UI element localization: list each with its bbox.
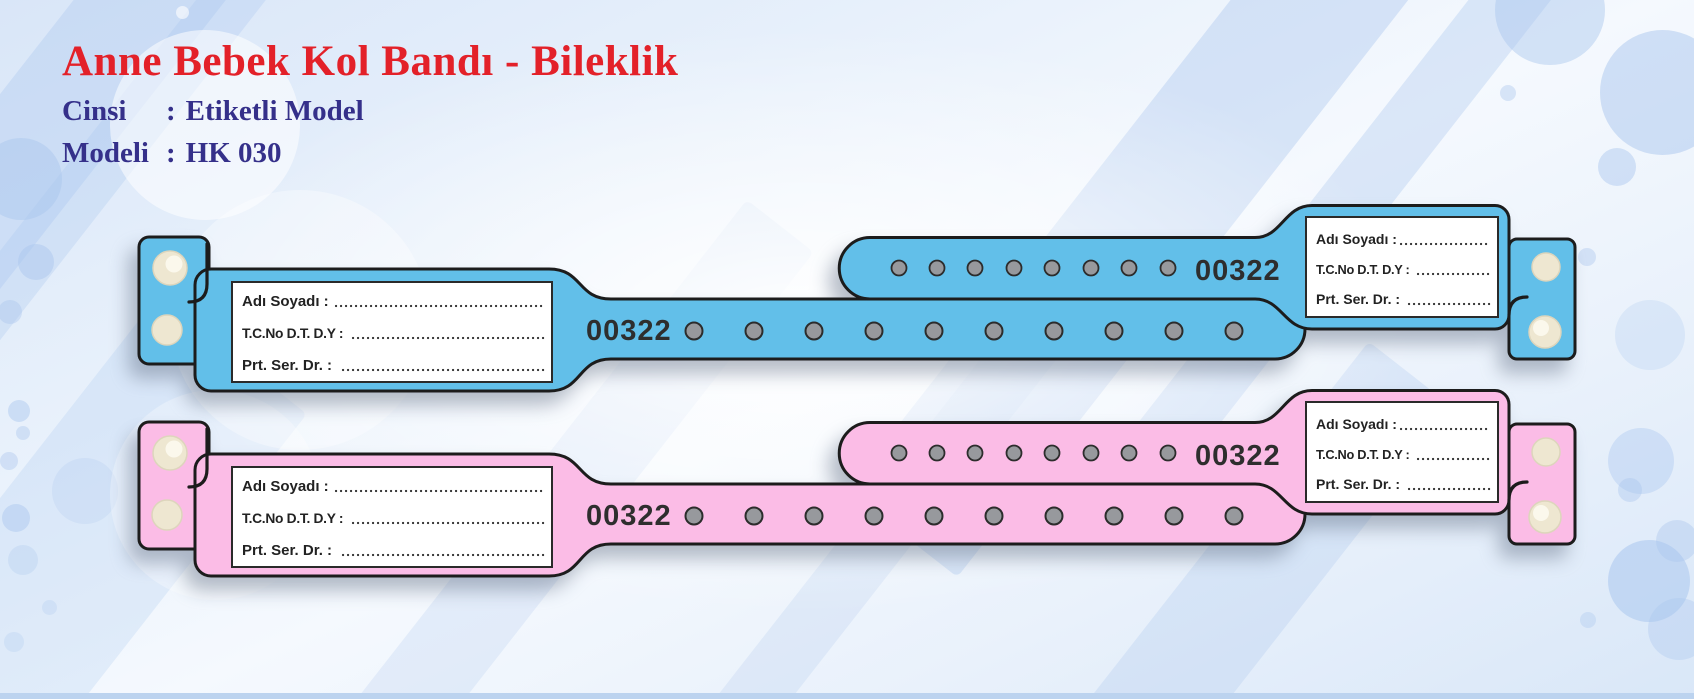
- spec-label: Cinsi: [62, 95, 127, 127]
- field-adi-soyadi: Adı Soyadı :: [1316, 231, 1397, 247]
- spec-separator: :: [166, 95, 176, 127]
- field-tcno: T.C.No D.T. D.Y :: [1316, 447, 1410, 462]
- serial-number: 00322: [1195, 440, 1281, 472]
- serial-number: 00322: [586, 315, 672, 347]
- serial-number: 00322: [586, 500, 672, 532]
- page-title: Anne Bebek Kol Bandı - Bileklik: [62, 38, 679, 85]
- field-adi-soyadi: Adı Soyadı :: [1316, 416, 1397, 432]
- cut-curl-left: [187, 242, 209, 304]
- baby-label: [1305, 401, 1499, 503]
- wristband-set-blue: Adı Soyadı : T.C.No D.T. D.Y : Prt. Ser.…: [137, 204, 1577, 393]
- baby-holes: [890, 444, 1177, 462]
- bottom-edge-strip: [0, 693, 1694, 699]
- field-prt-ser-dr: Prt. Ser. Dr. :: [1316, 291, 1400, 307]
- spec-value: Etiketli Model: [185, 95, 364, 127]
- serial-number: 00322: [1195, 255, 1281, 287]
- spec-separator: :: [166, 137, 176, 169]
- field-tcno: T.C.No D.T. D.Y :: [242, 511, 343, 526]
- spec-value: HK 030: [185, 137, 282, 169]
- field-adi-soyadi: Adı Soyadı :: [242, 478, 329, 495]
- field-adi-soyadi: Adı Soyadı :: [242, 293, 329, 310]
- field-prt-ser-dr: Prt. Ser. Dr. :: [242, 542, 332, 559]
- mother-holes: [684, 506, 1244, 526]
- snap-buttons: [151, 435, 1562, 534]
- spec-modeli: Modeli: HK 030: [62, 138, 678, 168]
- field-prt-ser-dr: Prt. Ser. Dr. :: [242, 357, 332, 374]
- mother-holes: [684, 321, 1244, 341]
- mother-label: [231, 466, 553, 568]
- baby-holes: [890, 259, 1177, 277]
- field-tcno: T.C.No D.T. D.Y :: [242, 326, 343, 341]
- spec-cinsi: Cinsi: Etiketli Model: [62, 96, 678, 126]
- snap-buttons: [151, 250, 1562, 349]
- header: Anne Bebek Kol Bandı - Bileklik Cinsi: Et…: [62, 38, 679, 169]
- cut-curl-right: [1507, 480, 1529, 502]
- baby-label: [1305, 216, 1499, 318]
- field-prt-ser-dr: Prt. Ser. Dr. :: [1316, 476, 1400, 492]
- cut-curl-right: [1507, 295, 1529, 317]
- field-tcno: T.C.No D.T. D.Y :: [1316, 262, 1410, 277]
- cut-curl-left: [187, 427, 209, 489]
- spec-label: Modeli: [62, 137, 149, 169]
- mother-label: [231, 281, 553, 383]
- wristband-set-pink: Adı Soyadı : T.C.No D.T. D.Y : Prt. Ser.…: [137, 389, 1577, 578]
